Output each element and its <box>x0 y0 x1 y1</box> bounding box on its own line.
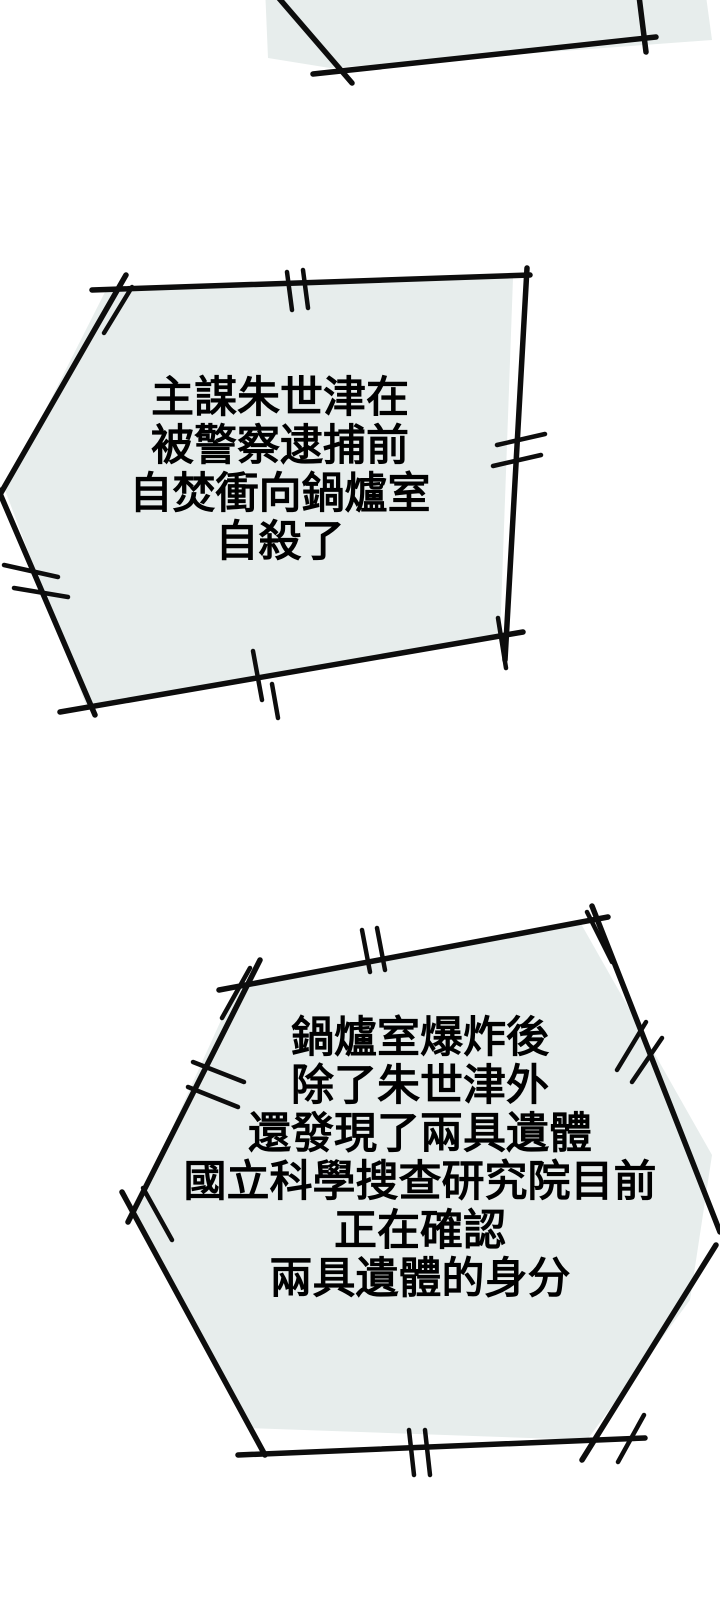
bubble-two-tick-bottom-b <box>422 1427 433 1478</box>
bubble-one-tick-bottom-a <box>250 648 265 703</box>
bubble-one-tick-bottom-right <box>495 615 509 671</box>
bubble-one-tick-left-b <box>11 585 71 600</box>
bubble-two-tick-bottom-right <box>615 1412 647 1465</box>
bubble-top-partial-edge-right <box>636 0 649 55</box>
bubble-two-tick-upper-right <box>584 909 615 965</box>
bubble-two-tick-left-b <box>185 1084 241 1110</box>
bubble-one-edge-top <box>89 272 533 293</box>
bubble-two <box>119 903 720 1478</box>
bubble-two-edge-lower-left <box>119 1189 268 1458</box>
bubble-two-tick-left-a <box>190 1059 247 1085</box>
bubble-top-partial-fill <box>265 0 712 68</box>
bubble-two-fill <box>135 922 712 1440</box>
bubble-one-edge-right <box>502 265 530 663</box>
bubble-two-tick-top-b <box>374 925 388 973</box>
bubble-one-tick-left-a <box>1 562 61 580</box>
bubble-two-tick-right-a <box>614 1019 649 1073</box>
bubble-two-edge-bottom <box>235 1435 648 1458</box>
bubble-one-tick-bottom-b <box>269 681 281 721</box>
bubble-two-edge-top <box>216 914 611 993</box>
bubble-one-edge-bottom <box>57 629 526 715</box>
bubble-one-tick-top-left <box>101 284 135 336</box>
bubble-one-edge-upper-left <box>0 272 129 500</box>
bubble-one-fill <box>5 278 513 705</box>
bubble-one <box>0 265 548 721</box>
bubble-two-tick-bottom-a <box>406 1427 417 1478</box>
bubble-one-tick-right-b <box>490 452 544 469</box>
bubble-two-tick-lower-left <box>140 1185 175 1243</box>
bubble-two-tick-right-b <box>629 1035 665 1085</box>
bubble-two-edge-lower-right <box>579 1242 719 1463</box>
bubble-top-partial-edge-left <box>276 0 355 86</box>
bubble-one-tick-top-right-a <box>284 269 295 313</box>
bubble-one-tick-top-right-b <box>300 267 311 311</box>
bubble-top-partial <box>265 0 712 86</box>
bubble-one-tick-right-a <box>494 431 548 448</box>
bubble-top-partial-edge-bottom <box>310 34 659 77</box>
bubble-two-tick-top-a <box>359 927 373 975</box>
bubble-two-tick-upper-left <box>219 965 253 1021</box>
